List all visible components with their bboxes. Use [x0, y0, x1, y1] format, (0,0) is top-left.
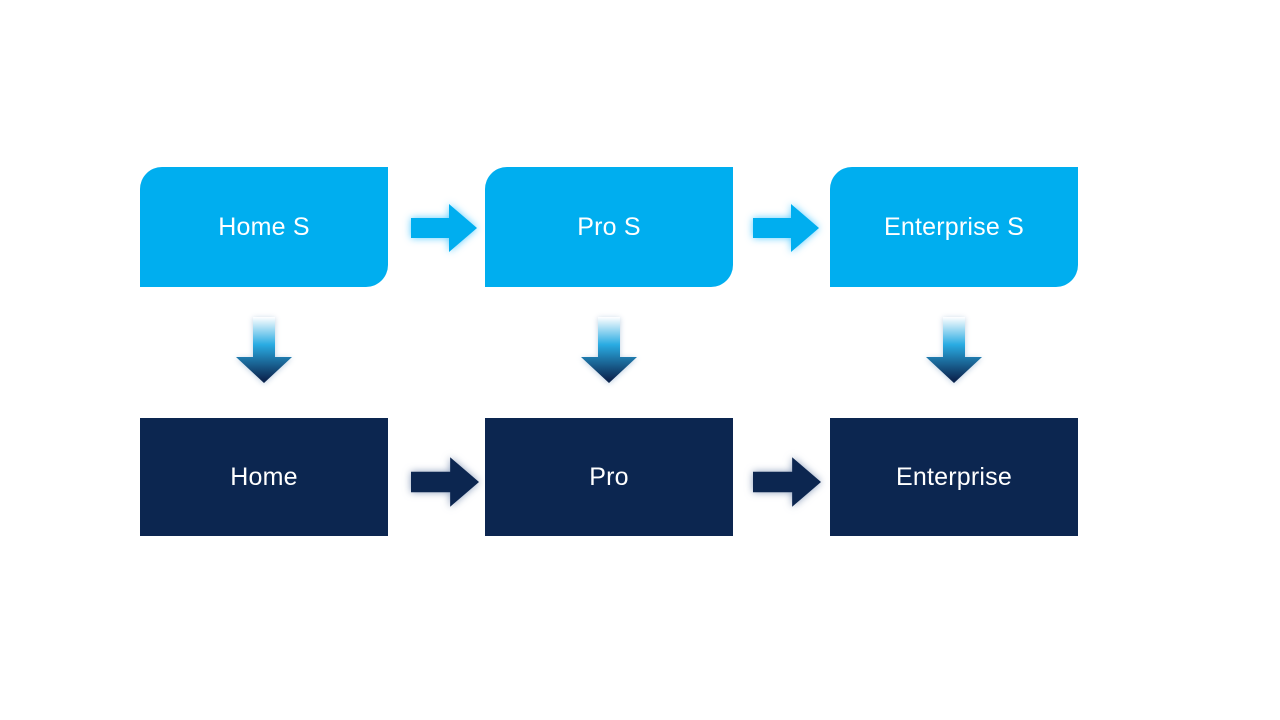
node-home-s: Home S	[140, 167, 388, 287]
node-enterprise-s-label: Enterprise S	[884, 212, 1024, 241]
right-arrow-icon	[411, 204, 477, 252]
node-enterprise-s: Enterprise S	[830, 167, 1078, 287]
right-arrow-icon	[753, 457, 821, 507]
right-arrow-icon	[411, 457, 479, 507]
node-enterprise-label: Enterprise	[896, 462, 1012, 491]
down-arrow-icon	[236, 317, 292, 383]
node-pro-s: Pro S	[485, 167, 733, 287]
node-home: Home	[140, 418, 388, 536]
node-pro: Pro	[485, 418, 733, 536]
right-arrow-icon	[753, 204, 819, 252]
down-arrow-icon	[926, 317, 982, 383]
down-arrow-icon	[581, 317, 637, 383]
node-enterprise: Enterprise	[830, 418, 1078, 536]
node-home-s-label: Home S	[218, 212, 310, 241]
node-pro-label: Pro	[589, 462, 629, 491]
node-home-label: Home	[230, 462, 298, 491]
node-pro-s-label: Pro S	[577, 212, 641, 241]
